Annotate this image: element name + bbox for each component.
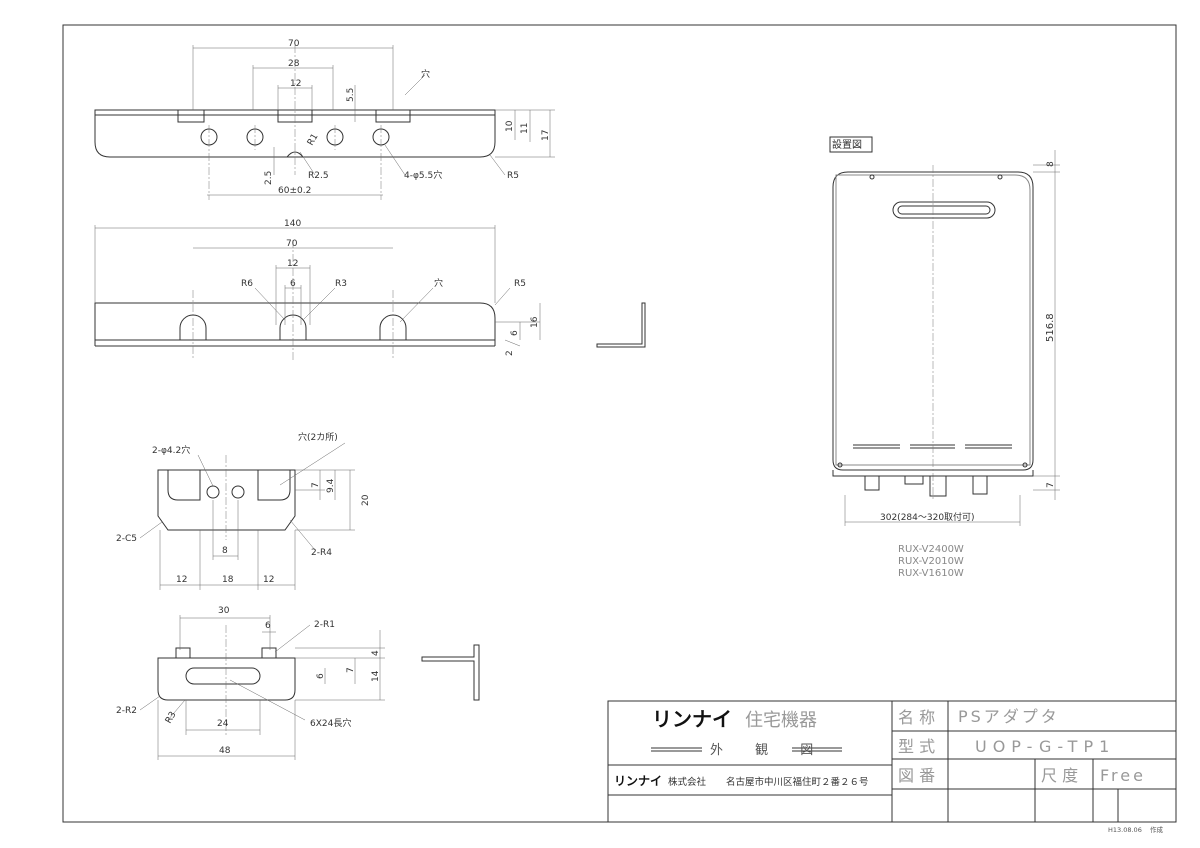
dim-14: 14: [371, 670, 381, 682]
dim-70b: 70: [286, 239, 298, 249]
dim-6d: 6: [265, 621, 271, 631]
view-plan: [94, 225, 646, 360]
install-view: [829, 136, 1060, 526]
dim-4-holes: 4-φ5.5穴: [404, 169, 442, 181]
drawing-kind: 外 観 図: [710, 743, 827, 758]
view-small-front: [139, 442, 355, 590]
dim-6v: 6: [510, 330, 520, 336]
dim-r5b: R5: [514, 279, 526, 289]
address: 名古屋市中川区福住町２番２６号: [726, 776, 869, 788]
dim-17: 17: [541, 130, 551, 141]
value-scale: Free: [1100, 766, 1146, 785]
dim-holes-2: 穴(2カ所): [298, 431, 338, 443]
dim-2-r1: 2-R1: [314, 620, 335, 630]
dim-48: 48: [219, 746, 231, 756]
division: 住宅機器: [745, 710, 817, 731]
dim-9.4: 9.4: [326, 478, 336, 493]
label-drawing-no: 図 番: [898, 766, 935, 785]
dim-302: 302(284～320取付可): [880, 512, 975, 523]
dim-2.5: 2.5: [264, 171, 274, 185]
title-block: [607, 700, 1177, 823]
dim-7-install: 7: [1046, 482, 1056, 488]
dim-r5: R5: [507, 171, 519, 181]
dim-12: 12: [290, 79, 301, 89]
dim-11: 11: [520, 123, 530, 134]
dim-70: 70: [288, 39, 300, 49]
company-logo: リンナイ: [652, 707, 732, 731]
dim-16: 16: [530, 316, 540, 328]
dim-7b: 7: [346, 667, 356, 673]
dim-6: 6: [290, 279, 296, 289]
model-3: RUX-V1610W: [898, 568, 964, 579]
install-label: 設置図: [832, 138, 862, 151]
dim-2-r2: 2-R2: [116, 706, 137, 716]
view-small-plan: [139, 615, 480, 760]
company-footer: リンナイ: [614, 774, 662, 788]
dim-60: 60±0.2: [278, 186, 311, 196]
dim-2-holes: 2-φ4.2穴: [152, 444, 190, 456]
dim-28: 28: [288, 59, 300, 69]
sheet-border: [62, 24, 1177, 823]
dim-r2.5: R2.5: [308, 171, 329, 181]
dim-6e: 6: [316, 673, 326, 679]
label-scale: 尺 度: [1041, 766, 1078, 785]
dim-c5: 2-C5: [116, 534, 137, 544]
company-suffix: 株式会社: [668, 776, 707, 788]
dim-4: 4: [371, 650, 381, 656]
model-1: RUX-V2400W: [898, 544, 964, 555]
dim-12c: 12: [176, 575, 187, 585]
dim-r3: R3: [335, 279, 347, 289]
dim-516.8: 516.8: [1045, 313, 1056, 342]
view-front-top: [94, 45, 555, 200]
label-name: 名 称: [898, 708, 935, 727]
dim-12d: 12: [263, 575, 274, 585]
dim-18: 18: [222, 575, 234, 585]
value-name: PSアダプタ: [958, 707, 1060, 726]
dim-7: 7: [311, 482, 321, 488]
dim-8-install: 8: [1046, 161, 1056, 167]
dim-30: 30: [218, 606, 230, 616]
dim-2: 2: [505, 350, 515, 356]
dim-r4: 2-R4: [311, 548, 332, 558]
dim-8: 8: [222, 546, 228, 556]
label-hole: 穴: [421, 68, 430, 80]
value-model: UOP-G-TP1: [975, 737, 1115, 756]
dim-r1: R1: [306, 132, 321, 147]
dim-10: 10: [505, 120, 515, 132]
label-hole-b: 穴: [434, 277, 443, 289]
dim-24: 24: [217, 719, 229, 729]
dim-r3b: R3: [164, 710, 179, 725]
dim-slot: 6X24長穴: [310, 717, 351, 729]
dim-12b: 12: [287, 259, 298, 269]
dim-140: 140: [284, 219, 301, 229]
dim-20: 20: [361, 494, 371, 506]
date-note: H13.08.06: [1108, 826, 1142, 834]
author-note: 作成: [1150, 825, 1164, 834]
dim-r6: R6: [241, 279, 253, 289]
label-model: 型 式: [898, 737, 935, 756]
dim-5.5: 5.5: [346, 88, 356, 102]
model-2: RUX-V2010W: [898, 556, 964, 567]
